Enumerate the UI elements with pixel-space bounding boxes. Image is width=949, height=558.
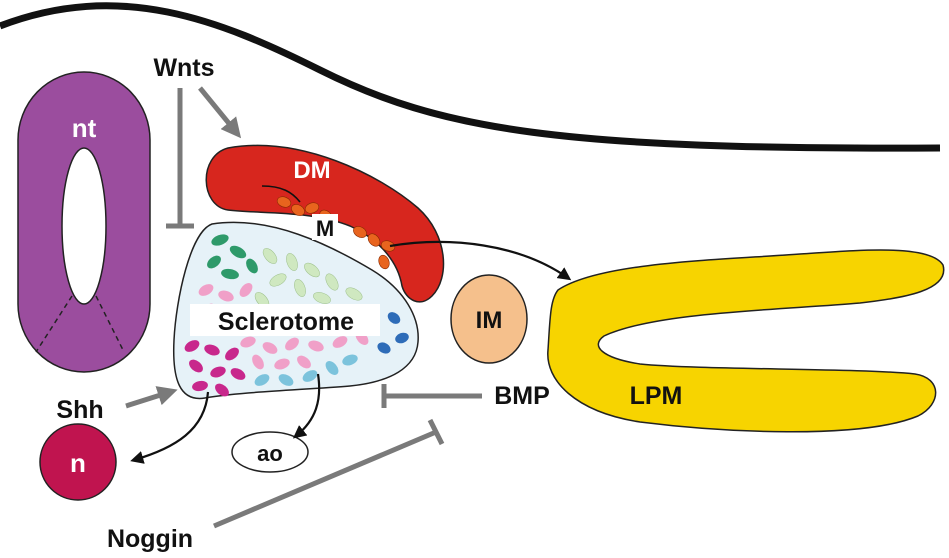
label-bmp: BMP (494, 382, 550, 410)
m-label-backdrop (312, 214, 338, 240)
label-sclerotome: Sclerotome (218, 308, 354, 336)
label-im: IM (476, 307, 503, 334)
dm-myotome-connector (261, 185, 301, 203)
label-dm: DM (293, 157, 330, 184)
ectoderm-line (0, 2, 941, 152)
neural-tube (17, 71, 151, 373)
sclerotome-cells (184, 234, 409, 397)
label-ao: ao (257, 441, 283, 466)
migration-arrow-dm-to-lpm (389, 240, 572, 281)
lateral-plate-mesoderm (547, 249, 945, 433)
notochord (39, 423, 117, 501)
sclerotome-label-backdrop (190, 304, 380, 336)
label-lpm: LPM (630, 382, 683, 410)
myotome-cells (276, 196, 396, 270)
label-n: n (70, 448, 86, 478)
noggin-inhibition-bar (427, 418, 445, 446)
label-m: M (316, 216, 334, 241)
migration-arrow-sclerotome-to-notochord (130, 391, 210, 464)
migration-arrow-sclerotome-to-aorta (292, 373, 321, 439)
shh-activation-arrow (125, 386, 178, 409)
dermomyotome (205, 144, 445, 303)
wnts-activation-arrow (198, 86, 242, 139)
aorta (231, 431, 309, 473)
intermediate-mesoderm (450, 274, 528, 364)
label-wnts: Wnts (153, 54, 214, 82)
label-nt: nt (72, 113, 97, 143)
label-shh: Shh (56, 396, 103, 424)
noggin-inhibition-line (213, 429, 437, 529)
label-noggin: Noggin (107, 525, 193, 553)
